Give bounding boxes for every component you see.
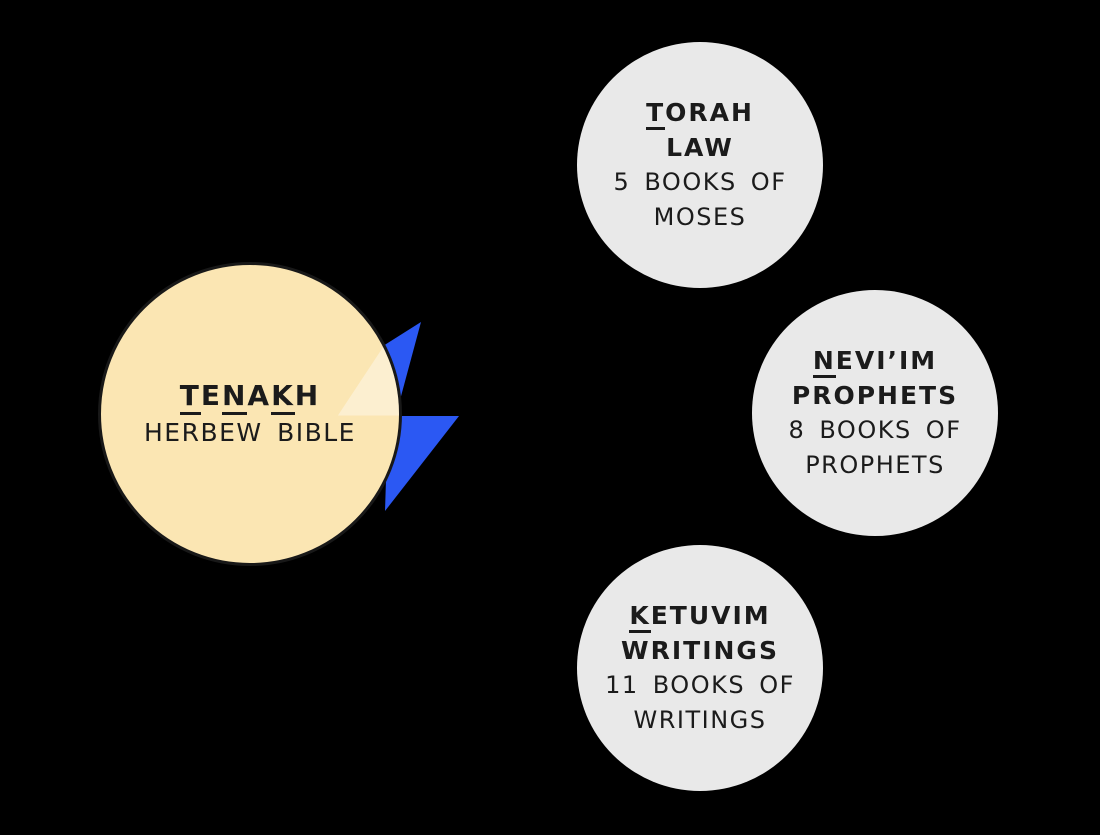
ketuvim-line3: 11 BOOKS OF: [605, 671, 795, 699]
tenakh-letter-k: K: [271, 379, 295, 415]
tenakh-letter-t: T: [179, 379, 201, 415]
neviim-initial: N: [812, 346, 836, 378]
torah-line4: MOSES: [653, 203, 747, 231]
torah-initial: T: [646, 98, 666, 130]
neviim-title: NEVI’IM: [788, 343, 961, 378]
tenakh-letter-n: N: [221, 379, 248, 415]
neviim-line2: PROPHETS: [791, 381, 959, 410]
arrow-upper-triangle: [383, 322, 421, 400]
torah-line2: LAW: [666, 133, 734, 162]
torah-line3: 5 BOOKS OF: [613, 168, 787, 196]
tenakh-node: TENAKH HERBEW BIBLE: [98, 262, 402, 566]
neviim-line4: PROPHETS: [805, 451, 945, 479]
neviim-node: NEVI’IM PROPHETS 8 BOOKS OF PROPHETS: [752, 290, 998, 536]
neviim-line3: 8 BOOKS OF: [788, 416, 962, 444]
ketuvim-title: KETUVIM: [605, 598, 795, 633]
ketuvim-node: KETUVIM WRITINGS 11 BOOKS OF WRITINGS: [577, 545, 823, 791]
ketuvim-initial: K: [629, 601, 651, 633]
ketuvim-line4: WRITINGS: [633, 706, 767, 734]
ketuvim-line2: WRITINGS: [621, 636, 779, 665]
torah-title: TORAH: [613, 95, 786, 130]
arrow-lower-triangle: [385, 416, 459, 511]
torah-node: TORAH LAW 5 BOOKS OF MOSES: [577, 42, 823, 288]
tenakh-title: TENAKH: [144, 377, 356, 415]
tenakh-subtitle: HERBEW BIBLE: [144, 418, 356, 447]
